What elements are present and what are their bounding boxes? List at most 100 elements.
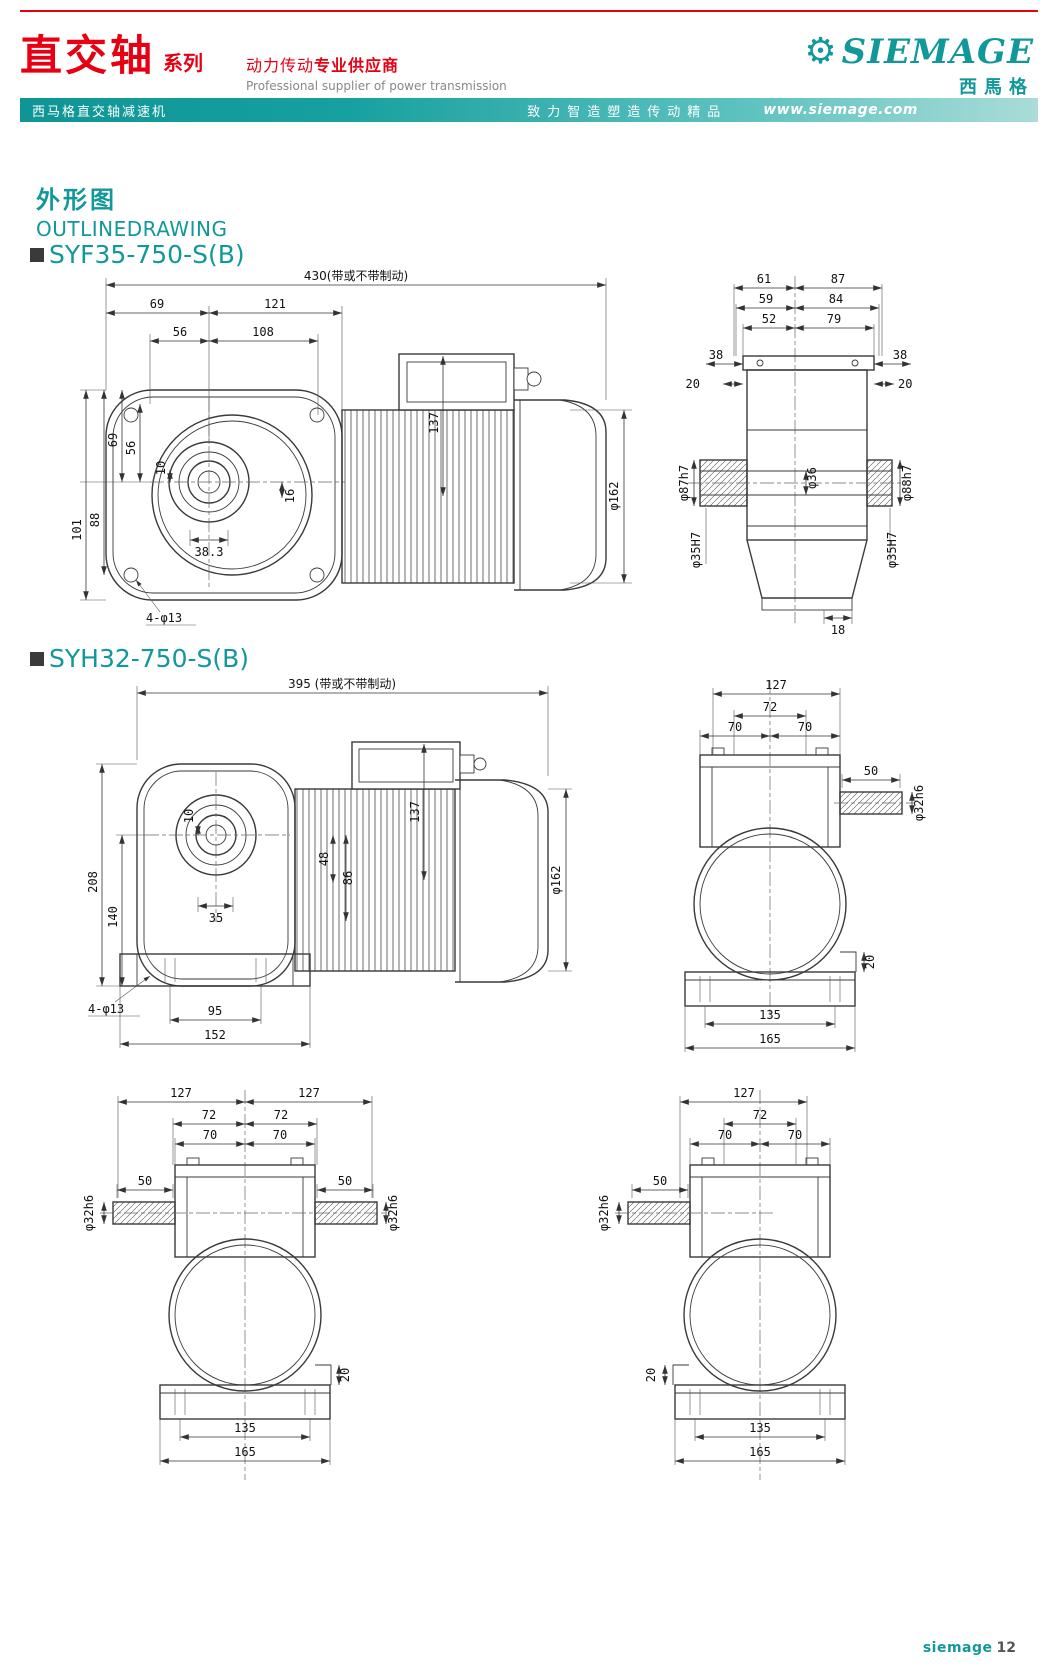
dim-v69: 69 [106, 433, 120, 447]
dim-48: 48 [317, 852, 331, 866]
dim-127: 127 [733, 1086, 755, 1100]
dim-59: 59 [759, 292, 773, 306]
dim-72: 72 [753, 1108, 767, 1122]
motor-circle [168, 1238, 322, 1392]
tagline: 动力传动专业供应商 Professional supplier of power… [246, 52, 507, 93]
tagline-cn-bold: 专业供应商 [314, 56, 400, 75]
dim-95: 95 [208, 1004, 222, 1018]
dim-140: 140 [106, 906, 120, 928]
model-heading-syf35: SYF35-750-S(B) [30, 240, 245, 269]
cable-gland [459, 754, 475, 774]
tagline-cn-regular: 动力传动 [246, 56, 315, 75]
cable-gland [513, 367, 529, 391]
dim-v56: 56 [124, 441, 138, 455]
top-rule [20, 10, 1038, 12]
mount-hole [309, 407, 325, 423]
syf35-side-view [688, 276, 906, 623]
syf35-front-view [105, 389, 345, 601]
dim-holes: 4-φ13 [146, 611, 182, 625]
single-shaft-view [615, 1090, 846, 1480]
syh32-side-dimensions: 127 72 70 70 50 φ32h6 20 135 1 [684, 678, 926, 1052]
mount-hole [123, 407, 139, 423]
dim-101: 101 [70, 519, 84, 541]
dim-69: 69 [150, 297, 164, 311]
syf35-front-dimensions: 430(带或不带制动) 69 121 56 108 101 88 69 56 1… [70, 269, 632, 626]
brand-logo: ⚙ SIEMAGE 西馬格 [804, 32, 1034, 99]
motor-fins [294, 788, 456, 972]
dim-137: 137 [427, 412, 441, 434]
dim-127-right: 127 [298, 1086, 320, 1100]
dim-121: 121 [264, 297, 286, 311]
double-shaft-view [100, 1090, 390, 1480]
syh32-front-view [119, 763, 311, 987]
dim-165: 165 [234, 1445, 256, 1459]
bar-product-name: 西马格直交轴减速机 [32, 104, 168, 120]
logo-wordmark: SIEMAGE [841, 32, 1034, 72]
fan-cover [455, 779, 549, 983]
dim-dia32h6-left: φ32h6 [82, 1195, 96, 1231]
syh32-outline-drawing: 395 (带或不带制动) 137 48 86 10 35 208 140 4-φ… [86, 677, 926, 1052]
dim-88: 88 [88, 513, 102, 527]
dim-38-left: 38 [709, 348, 723, 362]
dim-87: 87 [831, 272, 845, 286]
dim-50: 50 [653, 1174, 667, 1188]
dim-dia35H7-left: φ35H7 [689, 532, 703, 568]
dim-208: 208 [86, 871, 100, 893]
dim-135: 135 [749, 1421, 771, 1435]
dim-72-right: 72 [274, 1108, 288, 1122]
dim-dia32h6: φ32h6 [912, 785, 926, 821]
dim-dia32h6: φ32h6 [597, 1195, 611, 1231]
dim-16: 16 [283, 489, 297, 503]
terminal-box [398, 353, 515, 411]
model-name-syh32: SYH32-750-S(B) [49, 644, 250, 673]
base-plate [159, 1384, 331, 1420]
dim-127-left: 127 [170, 1086, 192, 1100]
gear-icon: ⚙ [804, 31, 837, 72]
double-shaft-dimensions: 127 127 72 72 70 70 50 50 φ32h6 [82, 1086, 400, 1465]
dim-dia32h6-right: φ32h6 [386, 1195, 400, 1231]
mount-hole [123, 567, 139, 583]
series-title-suffix: 系列 [163, 51, 204, 75]
gear-housing-section [746, 369, 868, 541]
dim-84: 84 [829, 292, 843, 306]
terminal-box [351, 741, 461, 790]
footer-page-number: 12 [996, 1640, 1016, 1656]
tagline-en: Professional supplier of power transmiss… [246, 79, 507, 93]
dim-total-length: 395 (带或不带制动) [288, 677, 396, 691]
model-heading-syh32: SYH32-750-S(B) [30, 644, 249, 673]
footer-brand: siemage [922, 1640, 993, 1656]
series-title-cn: 直交轴 [20, 31, 156, 80]
dim-108: 108 [252, 325, 274, 339]
dim-38-right: 38 [893, 348, 907, 362]
tagline-cn: 动力传动专业供应商 [246, 52, 507, 76]
dim-holes: 4-φ13 [88, 1002, 124, 1016]
dim-165: 165 [759, 1032, 781, 1046]
syf35-side-dimensions: 61 87 59 84 52 79 38 20 38 20 φ87h7 φ88h… [677, 272, 914, 637]
dim-total-length: 430(带或不带制动) [304, 269, 408, 283]
dim-70-right: 70 [798, 720, 812, 734]
dim-20-right: 20 [898, 377, 912, 391]
fan-cover [514, 399, 607, 591]
face-circle [151, 414, 313, 576]
bar-website: www.siemage.com [763, 102, 918, 118]
dim-70-right: 70 [273, 1128, 287, 1142]
bullet-square-icon [30, 247, 44, 262]
dim-70-right: 70 [788, 1128, 802, 1142]
motor-circle [683, 1238, 837, 1392]
dim-38-3: 38.3 [195, 545, 224, 559]
dim-79: 79 [827, 312, 841, 326]
motor-fins [341, 409, 515, 584]
dim-70-left: 70 [718, 1128, 732, 1142]
dim-137: 137 [408, 801, 422, 823]
dim-50-left: 50 [138, 1174, 152, 1188]
syf35-motor [341, 353, 607, 591]
mount-hole [309, 567, 325, 583]
logo-row: ⚙ SIEMAGE [804, 32, 1034, 72]
dim-dia162: φ162 [607, 482, 621, 511]
dim-72: 72 [763, 700, 777, 714]
dim-20: 20 [644, 1368, 658, 1382]
dim-18: 18 [831, 623, 845, 637]
model-name-syf35: SYF35-750-S(B) [49, 240, 245, 269]
